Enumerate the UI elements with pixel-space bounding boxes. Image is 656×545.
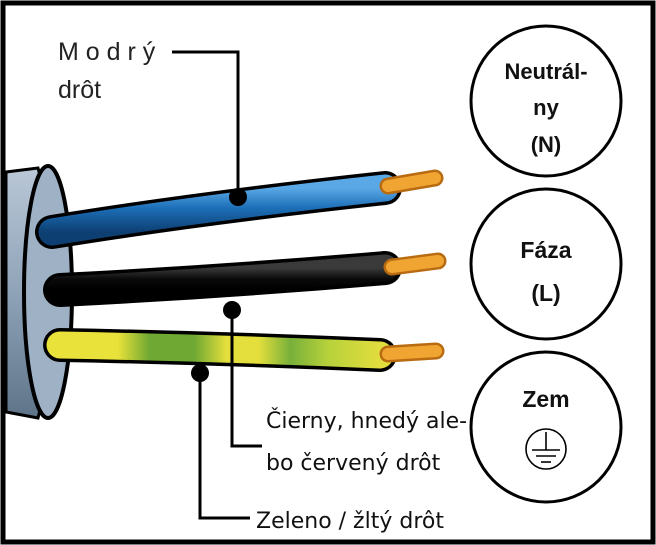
blue-wire-label-line1: M o d r ý — [58, 38, 156, 66]
phase-terminal: Fáza (L) — [469, 187, 623, 341]
earth-label: Zem — [522, 386, 569, 412]
earth-terminal: Zem — [469, 350, 623, 504]
phase-label-line2: (L) — [531, 280, 560, 306]
black-wire-dot — [223, 301, 241, 319]
green-wire-leader — [198, 375, 250, 520]
neutral-label-line2: ny — [533, 95, 559, 120]
neutral-terminal: Neutrál- ny (N) — [469, 24, 623, 178]
blue-wire-label-line2: drôt — [58, 76, 101, 104]
black-wire-label-line1: Čierny, hnedý ale- — [266, 408, 467, 434]
neutral-label-line3: (N) — [531, 132, 562, 157]
black-wire — [43, 251, 447, 307]
green-yellow-wire — [43, 328, 445, 372]
black-wire-label-line2: bo červený drôt — [266, 451, 441, 476]
blue-wire — [35, 169, 444, 249]
black-wire-leader — [230, 312, 262, 448]
ground-symbol-icon — [525, 428, 567, 470]
blue-wire-dot — [229, 188, 247, 206]
green-wire-dot — [191, 364, 209, 382]
neutral-label-line1: Neutrál- — [504, 59, 587, 84]
green-wire-label: Zeleno / žltý drôt — [256, 509, 444, 534]
blue-wire-leader — [172, 50, 240, 195]
phase-label-line1: Fáza — [520, 237, 571, 263]
